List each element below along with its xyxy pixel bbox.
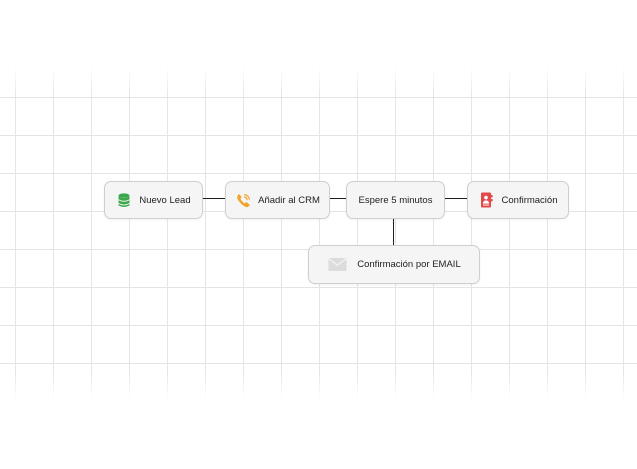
node-confirmacion[interactable]: Confirmación bbox=[467, 181, 569, 219]
envelope-icon bbox=[327, 257, 347, 273]
node-confirmacion-email[interactable]: Confirmación por EMAIL bbox=[308, 245, 480, 284]
node-label: Añadir al CRM bbox=[258, 194, 320, 206]
node-espere-5-minutos[interactable]: Espere 5 minutos bbox=[346, 181, 445, 219]
contact-book-icon bbox=[479, 192, 495, 208]
node-anadir-crm[interactable]: Añadir al CRM bbox=[225, 181, 330, 219]
node-label: Espere 5 minutos bbox=[358, 194, 433, 206]
connector-lead-crm bbox=[203, 198, 225, 199]
node-label: Confirmación por EMAIL bbox=[357, 259, 461, 270]
connector-crm-espere bbox=[330, 198, 346, 199]
node-label: Nuevo Lead bbox=[139, 194, 191, 206]
database-icon bbox=[116, 192, 132, 208]
node-label: Confirmación bbox=[501, 194, 558, 206]
connector-espere-confirmacion bbox=[445, 198, 467, 199]
connector-espere-email bbox=[393, 219, 394, 245]
phone-icon bbox=[235, 192, 251, 208]
background-grid bbox=[0, 66, 637, 400]
node-nuevo-lead[interactable]: Nuevo Lead bbox=[104, 181, 203, 219]
